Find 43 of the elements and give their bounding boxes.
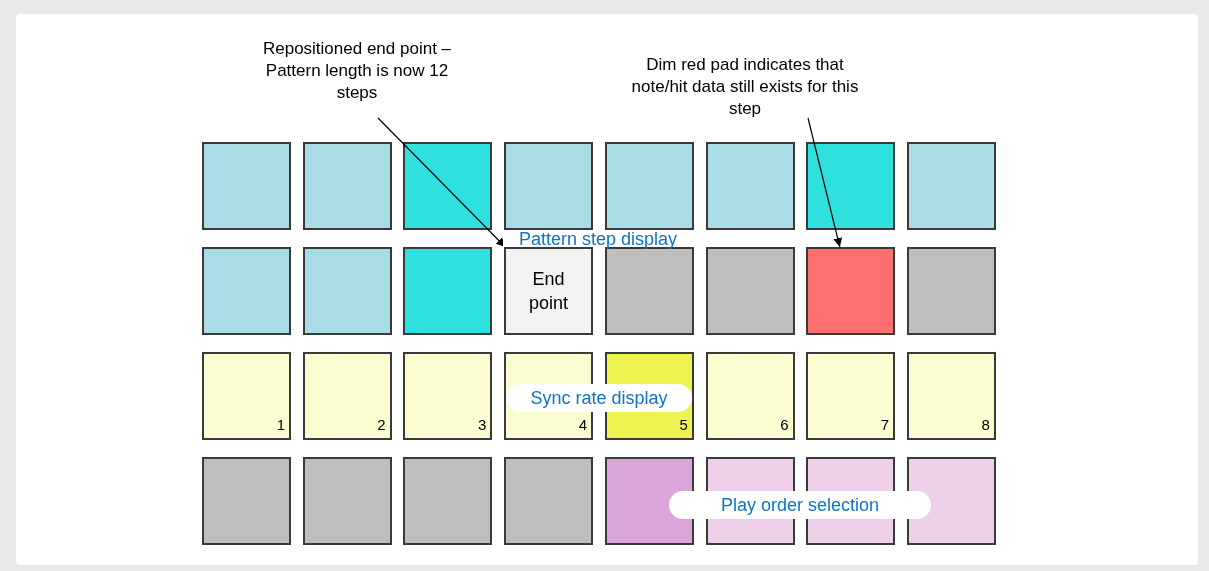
section-label: Pattern step display: [518, 227, 678, 250]
pad: [403, 247, 493, 335]
pad: [504, 142, 594, 230]
leader-arrow: [807, 117, 843, 248]
pad: [202, 247, 291, 335]
callout-text: Repositioned end point – Pattern length is now 12 steps: [261, 38, 453, 104]
pad: [705, 247, 795, 335]
pad: [302, 142, 392, 230]
pad: [705, 142, 795, 230]
pad: [906, 142, 996, 230]
step-number: 4: [578, 416, 588, 434]
pad: [504, 457, 594, 545]
step-number: 7: [880, 416, 890, 434]
step-number: 1: [276, 416, 285, 434]
step-number: 8: [981, 416, 990, 434]
pad: [906, 247, 996, 335]
pad: [806, 352, 896, 440]
pad: [504, 247, 594, 335]
pad: [906, 457, 996, 545]
pad: [604, 142, 694, 230]
pad: [403, 457, 493, 545]
pad: [302, 352, 392, 440]
pad: [302, 457, 392, 545]
pad-label: End point: [528, 268, 570, 315]
pad: [403, 142, 493, 230]
pad: [403, 352, 493, 440]
pad: [604, 247, 694, 335]
pad: [202, 142, 291, 230]
callout-text: Dim red pad indicates that note/hit data still exists for this step: [630, 54, 860, 120]
pad: [806, 142, 896, 230]
step-number: 6: [780, 416, 789, 434]
pad: [705, 352, 795, 440]
section-label: Sync rate display: [530, 387, 668, 409]
pad: [906, 352, 996, 440]
step-number: 2: [377, 416, 386, 434]
step-number: 3: [478, 416, 487, 434]
pad: [302, 247, 392, 335]
step-number: 5: [679, 416, 688, 434]
section-label: Play order selection: [720, 494, 880, 516]
pad: [604, 457, 694, 545]
pad: [806, 247, 896, 335]
pad: [202, 352, 291, 440]
pad: [202, 457, 291, 545]
